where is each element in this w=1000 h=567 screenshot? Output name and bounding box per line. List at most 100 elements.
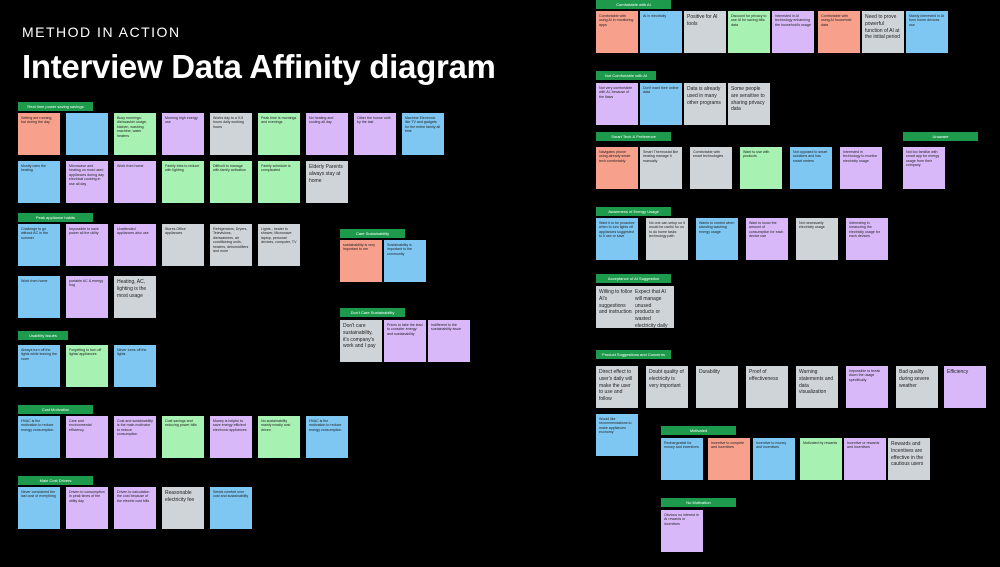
sticky-note-text: Driven to consumption in peak times of t… [69,490,105,503]
sticky-note[interactable] [66,113,108,155]
sticky-note[interactable]: Obvious no interest in AI rewards or inc… [661,510,703,552]
sticky-note[interactable]: Navigates phone using already smart tech… [596,147,638,189]
sticky-note[interactable]: Family tries to reduce with lighting [162,161,204,203]
sticky-note-text: Setting are running, but during the day [21,116,53,125]
sticky-note[interactable]: Challenge to go without AC in the summer [18,224,60,266]
sticky-note[interactable]: Data is already used in many other progr… [684,83,726,125]
sticky-note[interactable]: Willing to follow AI's suggestions and i… [596,286,638,328]
sticky-note[interactable]: HVAC is the motivation to reduce energy … [18,416,60,458]
sticky-note[interactable]: Indifferent to the sustainability issue [428,320,470,362]
sticky-note[interactable]: Forgetting to turn off lights/ appliance… [66,345,108,387]
sticky-note[interactable]: Discount for privacy to use AI for savin… [728,11,770,53]
sticky-note-text: Prices to take the lead to consider ener… [387,323,423,336]
sticky-note[interactable]: Heating, AC, lighting is the most usage [114,276,156,318]
sticky-note-text: Indifferent to the sustainability issue [431,323,461,332]
sticky-note-text: Obvious no interest in AI rewards or inc… [664,513,699,526]
sticky-note[interactable]: Impossible to break down the usage speci… [846,366,888,408]
sticky-note[interactable]: Not opposed to smart solutions and has s… [790,147,832,189]
sticky-note[interactable]: Positive for AI tools [684,11,726,53]
sticky-note[interactable]: Mainly interested in AI form home device… [906,11,948,53]
sticky-note[interactable]: Incentive to money and incentives [753,438,795,480]
sticky-note-text: Refrigerators, Dryers, Televisions, dish… [213,227,249,254]
sticky-note[interactable]: Never turns off the lights [114,345,156,387]
sticky-note[interactable]: Rewards and Incentives are effective in … [888,438,930,480]
sticky-note[interactable]: Mostly uses the heating [18,161,60,203]
sticky-note-text: Incentive to money and incentives [756,441,787,450]
group-label: Motivated [661,426,736,435]
sticky-note[interactable]: Cost and sustainability is the main moti… [114,416,156,458]
sticky-note[interactable]: No heating and cooling all day [306,113,348,155]
sticky-note[interactable]: Interested in AI technology enhancing th… [772,11,814,53]
sticky-note[interactable]: Don't want their online data [640,83,682,125]
sticky-note[interactable]: Reasonable electricity fee [162,487,204,529]
sticky-note[interactable]: Wants to control when standing washing e… [696,218,738,260]
sticky-note[interactable]: Prices to take the lead to consider ener… [384,320,426,362]
sticky-note[interactable]: Interested in technology to monitor elec… [840,147,882,189]
sticky-note[interactable]: Stores Office appliances [162,224,204,266]
sticky-note[interactable]: Morning high energy use [162,113,204,155]
sticky-note[interactable]: Don't care sustainability, it's company'… [340,320,382,362]
sticky-note[interactable]: No one can setup so it would be useful f… [646,218,688,260]
sticky-note[interactable]: sustainability is very important to me [340,240,382,282]
sticky-note[interactable]: Cost savings and reducing power bills [162,416,204,458]
sticky-note[interactable]: Elderly Parents always stay at home [306,161,348,203]
sticky-note[interactable]: Interesting in measuring the electricity… [846,218,888,260]
sticky-note[interactable]: Peak time is mornings and evenings [258,113,300,155]
sticky-note[interactable]: Need to prove powerful function of AI at… [862,11,904,53]
sticky-note[interactable]: Other the house until by the last [354,113,396,155]
sticky-note-text: Bad quality during severe weather [899,369,930,389]
sticky-note[interactable]: Comfortable with smart technologies [690,147,732,189]
sticky-note[interactable]: Some people are sensitive to sharing pri… [728,83,770,125]
sticky-note[interactable]: portable AC & energy hog [66,276,108,318]
sticky-note[interactable]: Not very comfortable with AI, because of… [596,83,638,125]
sticky-note[interactable]: Driven to calculation the cost because o… [114,487,156,529]
sticky-note-text: Don't care sustainability, it's company'… [343,323,376,350]
sticky-note[interactable]: Never considered the last cost of everyt… [18,487,60,529]
sticky-note[interactable]: Smart Thermostat like heating manage it … [640,147,682,189]
sticky-note[interactable]: Impossible to save power all the utility [66,224,108,266]
sticky-note[interactable]: Money is helpful to save energy efficien… [210,416,252,458]
sticky-note[interactable]: Want to use with products [740,147,782,189]
sticky-note[interactable]: Expect that AI will manage unused produc… [632,286,674,328]
sticky-note[interactable]: Not necessarily electricity usage [796,218,838,260]
sticky-note[interactable]: Direct effect to user's daily will make … [596,366,638,408]
sticky-note[interactable]: AI in electricity [640,11,682,53]
sticky-note[interactable]: Doubt quality of electricity is very imp… [646,366,688,408]
sticky-note[interactable]: Unattended appliances also use [114,224,156,266]
sticky-note[interactable]: Not too familiar with smart app for ener… [903,147,945,189]
sticky-note[interactable]: Family schedule is complicated [258,161,300,203]
sticky-note[interactable]: Busy mornings: dishwasher usage, kitchen… [114,113,156,155]
sticky-note[interactable]: Always turn off the lights while leaving… [18,345,60,387]
sticky-note[interactable]: Rechargeable for money and incentives [661,438,703,480]
sticky-note[interactable]: Sustainability is important to the commu… [384,240,426,282]
sticky-note[interactable]: Proof of effectiveness [746,366,788,408]
sticky-note-text: Some people are sensitive to sharing pri… [731,86,765,113]
sticky-note[interactable]: Microwave and heating on most used appli… [66,161,108,203]
sticky-note[interactable]: No sustainability mainly mostly cost dri… [258,416,300,458]
sticky-note[interactable]: HVAC is the motivation to reduce energy … [306,416,348,458]
sticky-note[interactable]: Incentive or rewards and incentives [844,438,886,480]
sticky-note-text: Doubt quality of electricity is very imp… [649,369,684,389]
sticky-note[interactable]: Bad quality during severe weather [896,366,938,408]
sticky-note[interactable]: Comfortable with using AI in monitoring … [596,11,638,53]
sticky-note[interactable]: Works day to a 9-5 hours daily working h… [210,113,252,155]
sticky-note[interactable]: Machine Electronic like TV and gadgets f… [402,113,444,155]
sticky-note[interactable]: Would like recommendations to make appli… [596,414,638,456]
sticky-note[interactable]: Setting are running, but during the day [18,113,60,155]
sticky-note[interactable]: Efficiency [944,366,986,408]
sticky-note[interactable]: Driven to consumption in peak times of t… [66,487,108,529]
sticky-note[interactable]: Refrigerators, Dryers, Televisions, dish… [210,224,252,266]
sticky-note[interactable]: Comfortable with using AI household data [818,11,860,53]
sticky-note[interactable]: Motivated by rewards [800,438,842,480]
sticky-note[interactable]: Care and environmental efficiency [66,416,108,458]
sticky-note[interactable]: Durability [696,366,738,408]
sticky-note[interactable]: Difficult to manage with family activati… [210,161,252,203]
sticky-note[interactable]: Lights - heater to shower, Microwave lap… [258,224,300,266]
sticky-note[interactable]: Want it to be proactive when to turn lig… [596,218,638,260]
sticky-note[interactable]: Sends comfort over cost and sustainabili… [210,487,252,529]
sticky-note[interactable]: Incentive to compete and incentives [708,438,750,480]
sticky-note[interactable]: Work from home [18,276,60,318]
sticky-note[interactable]: Want to know the amount of consumption f… [746,218,788,260]
sticky-note[interactable]: Work from home [114,161,156,203]
sticky-note[interactable]: Warning statements and data visualizatio… [796,366,838,408]
